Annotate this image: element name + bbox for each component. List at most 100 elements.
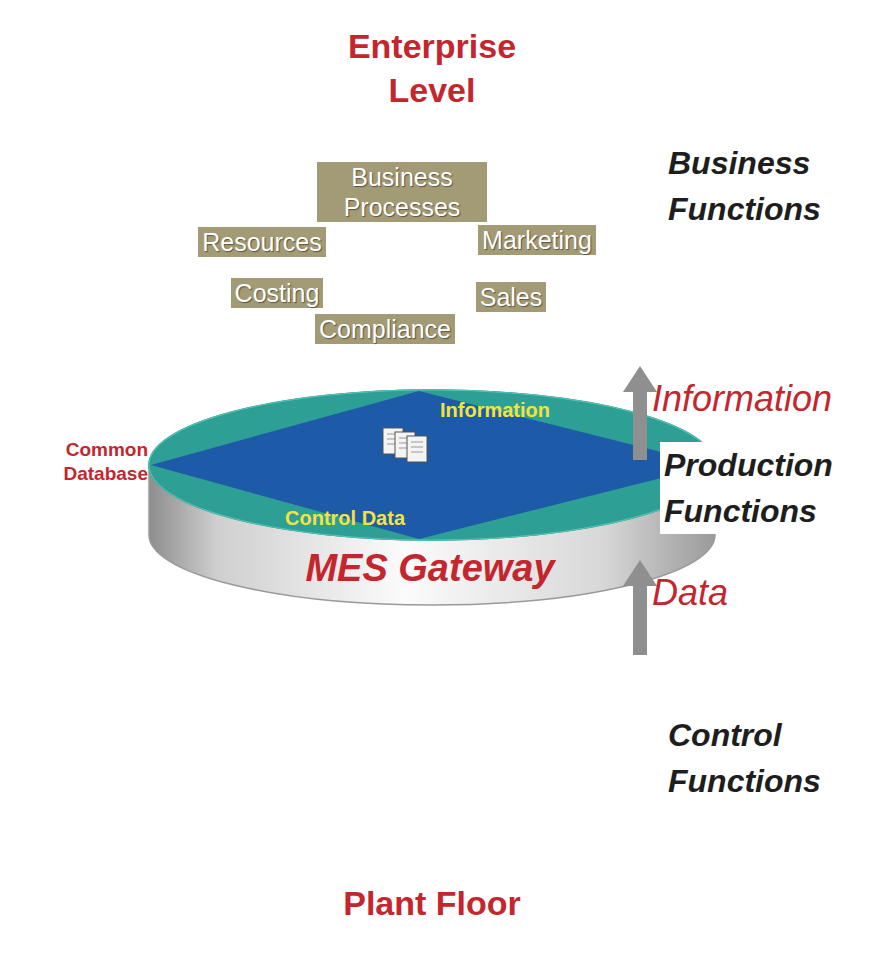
- machine-symbol: [625, 621, 639, 630]
- node-text: Compliance: [315, 314, 455, 344]
- machine-wheel: [372, 643, 377, 648]
- text-holder: Information: [420, 398, 570, 422]
- machine-symbol: [367, 634, 381, 643]
- text-holder: Sales: [461, 282, 561, 312]
- database-label: Common Database: [2, 438, 148, 486]
- text-holder: Information: [652, 378, 832, 419]
- machine-symbol: [582, 623, 596, 632]
- node-text: Control Data: [285, 506, 405, 530]
- text-holder: Control Data: [260, 506, 430, 530]
- machine-wheel: [255, 689, 260, 694]
- tank-box-inner: [233, 698, 279, 714]
- signal-cone: [351, 575, 403, 693]
- arrow-head: [623, 560, 657, 586]
- text-holder: Production Functions: [660, 442, 882, 534]
- plant-disc: [149, 566, 715, 754]
- floor-strip: [177, 627, 652, 670]
- text-holder: Data: [652, 572, 728, 613]
- floor-strip: [202, 677, 499, 708]
- document-line: [411, 447, 423, 448]
- node-text: Business Processes: [317, 162, 487, 222]
- machine-wheel: [490, 695, 495, 700]
- text-holder: Plant Floor: [302, 883, 562, 923]
- signal-cone: [411, 575, 463, 691]
- flow-arrow: [623, 560, 657, 655]
- machine-wheel: [329, 645, 334, 650]
- machine-symbol: [250, 680, 264, 689]
- signal-cone: [291, 575, 343, 690]
- signal-cone: [466, 575, 518, 687]
- text-holder: Marketing: [462, 225, 612, 255]
- machine-symbol: [195, 643, 209, 652]
- database-disc: [149, 390, 715, 540]
- machine-symbol: [410, 632, 424, 641]
- machine-wheel: [544, 634, 549, 639]
- conveyor-line: [187, 629, 647, 653]
- plant-illustration: [165, 575, 658, 735]
- layer-title: Business Functions: [664, 140, 879, 232]
- machine-wheel: [458, 638, 463, 643]
- text-holder: Resources: [187, 227, 337, 257]
- node-text: Sales: [476, 282, 547, 312]
- machine-wheel: [415, 641, 420, 646]
- signal-cone: [434, 575, 486, 631]
- signal-cone: [391, 575, 443, 633]
- machine-symbol: [496, 628, 510, 637]
- node-text: Marketing: [478, 225, 596, 255]
- node-text: Enterprise Level: [312, 24, 552, 112]
- node-text: Information: [440, 398, 550, 422]
- database-rim: [149, 390, 715, 540]
- machine-wheel: [315, 698, 320, 703]
- text-holder: Business Processes: [317, 162, 487, 222]
- signal-cone: [262, 575, 314, 640]
- information-fan: [308, 225, 493, 402]
- node-text: Costing: [231, 278, 324, 308]
- signal-cone: [348, 575, 400, 635]
- document-icon: [383, 428, 427, 462]
- signal-cone: [477, 575, 529, 629]
- node-text: MES Gateway: [305, 547, 554, 589]
- machine-symbol: [430, 690, 444, 699]
- machine-symbol: [485, 686, 499, 695]
- arrow-shaft: [633, 586, 647, 655]
- node-text: Plant Floor: [343, 883, 521, 923]
- pipe-core: [165, 706, 227, 735]
- machine-symbol: [281, 639, 295, 648]
- business-disc: Business ProcessesResources MarketingCost…: [149, 137, 715, 355]
- machine-symbol: [324, 636, 338, 645]
- machine-symbol: [238, 641, 252, 650]
- machine-wheel: [243, 649, 248, 654]
- machines: [195, 621, 639, 706]
- signal-cone: [176, 575, 228, 644]
- mes-gateway-disc: InformationControl DataMES Gateway: [147, 388, 717, 608]
- signal-cone: [606, 575, 658, 622]
- pipe: [165, 706, 227, 735]
- dome-shell: [148, 1, 716, 245]
- machine-wheel: [435, 699, 440, 704]
- signal-cone: [305, 575, 357, 637]
- text-holder: Control Functions: [664, 712, 879, 804]
- text-holder: Compliance: [300, 314, 470, 344]
- document-page: [407, 436, 427, 462]
- machine-symbol: [539, 625, 553, 634]
- signal-cone: [219, 575, 271, 642]
- machine-symbol: [370, 692, 384, 701]
- machine-wheel: [587, 632, 592, 637]
- dome-shell: [149, 660, 715, 948]
- signal-cone: [520, 575, 572, 626]
- machine-symbol: [453, 630, 467, 639]
- database-diamond: [151, 391, 713, 539]
- machine-wheel: [501, 636, 506, 641]
- conveyor-line: [217, 683, 492, 698]
- signal-cone: [231, 575, 283, 681]
- signal-cones: [176, 575, 658, 693]
- machine-wheel: [630, 629, 635, 634]
- machine-symbol: [310, 689, 324, 698]
- flow-arrow: [623, 366, 657, 460]
- enterprise-disc: [150, 138, 714, 354]
- machine-wheel: [375, 701, 380, 706]
- machine-wheel: [200, 652, 205, 657]
- document-line: [411, 452, 423, 453]
- document-line: [411, 442, 423, 443]
